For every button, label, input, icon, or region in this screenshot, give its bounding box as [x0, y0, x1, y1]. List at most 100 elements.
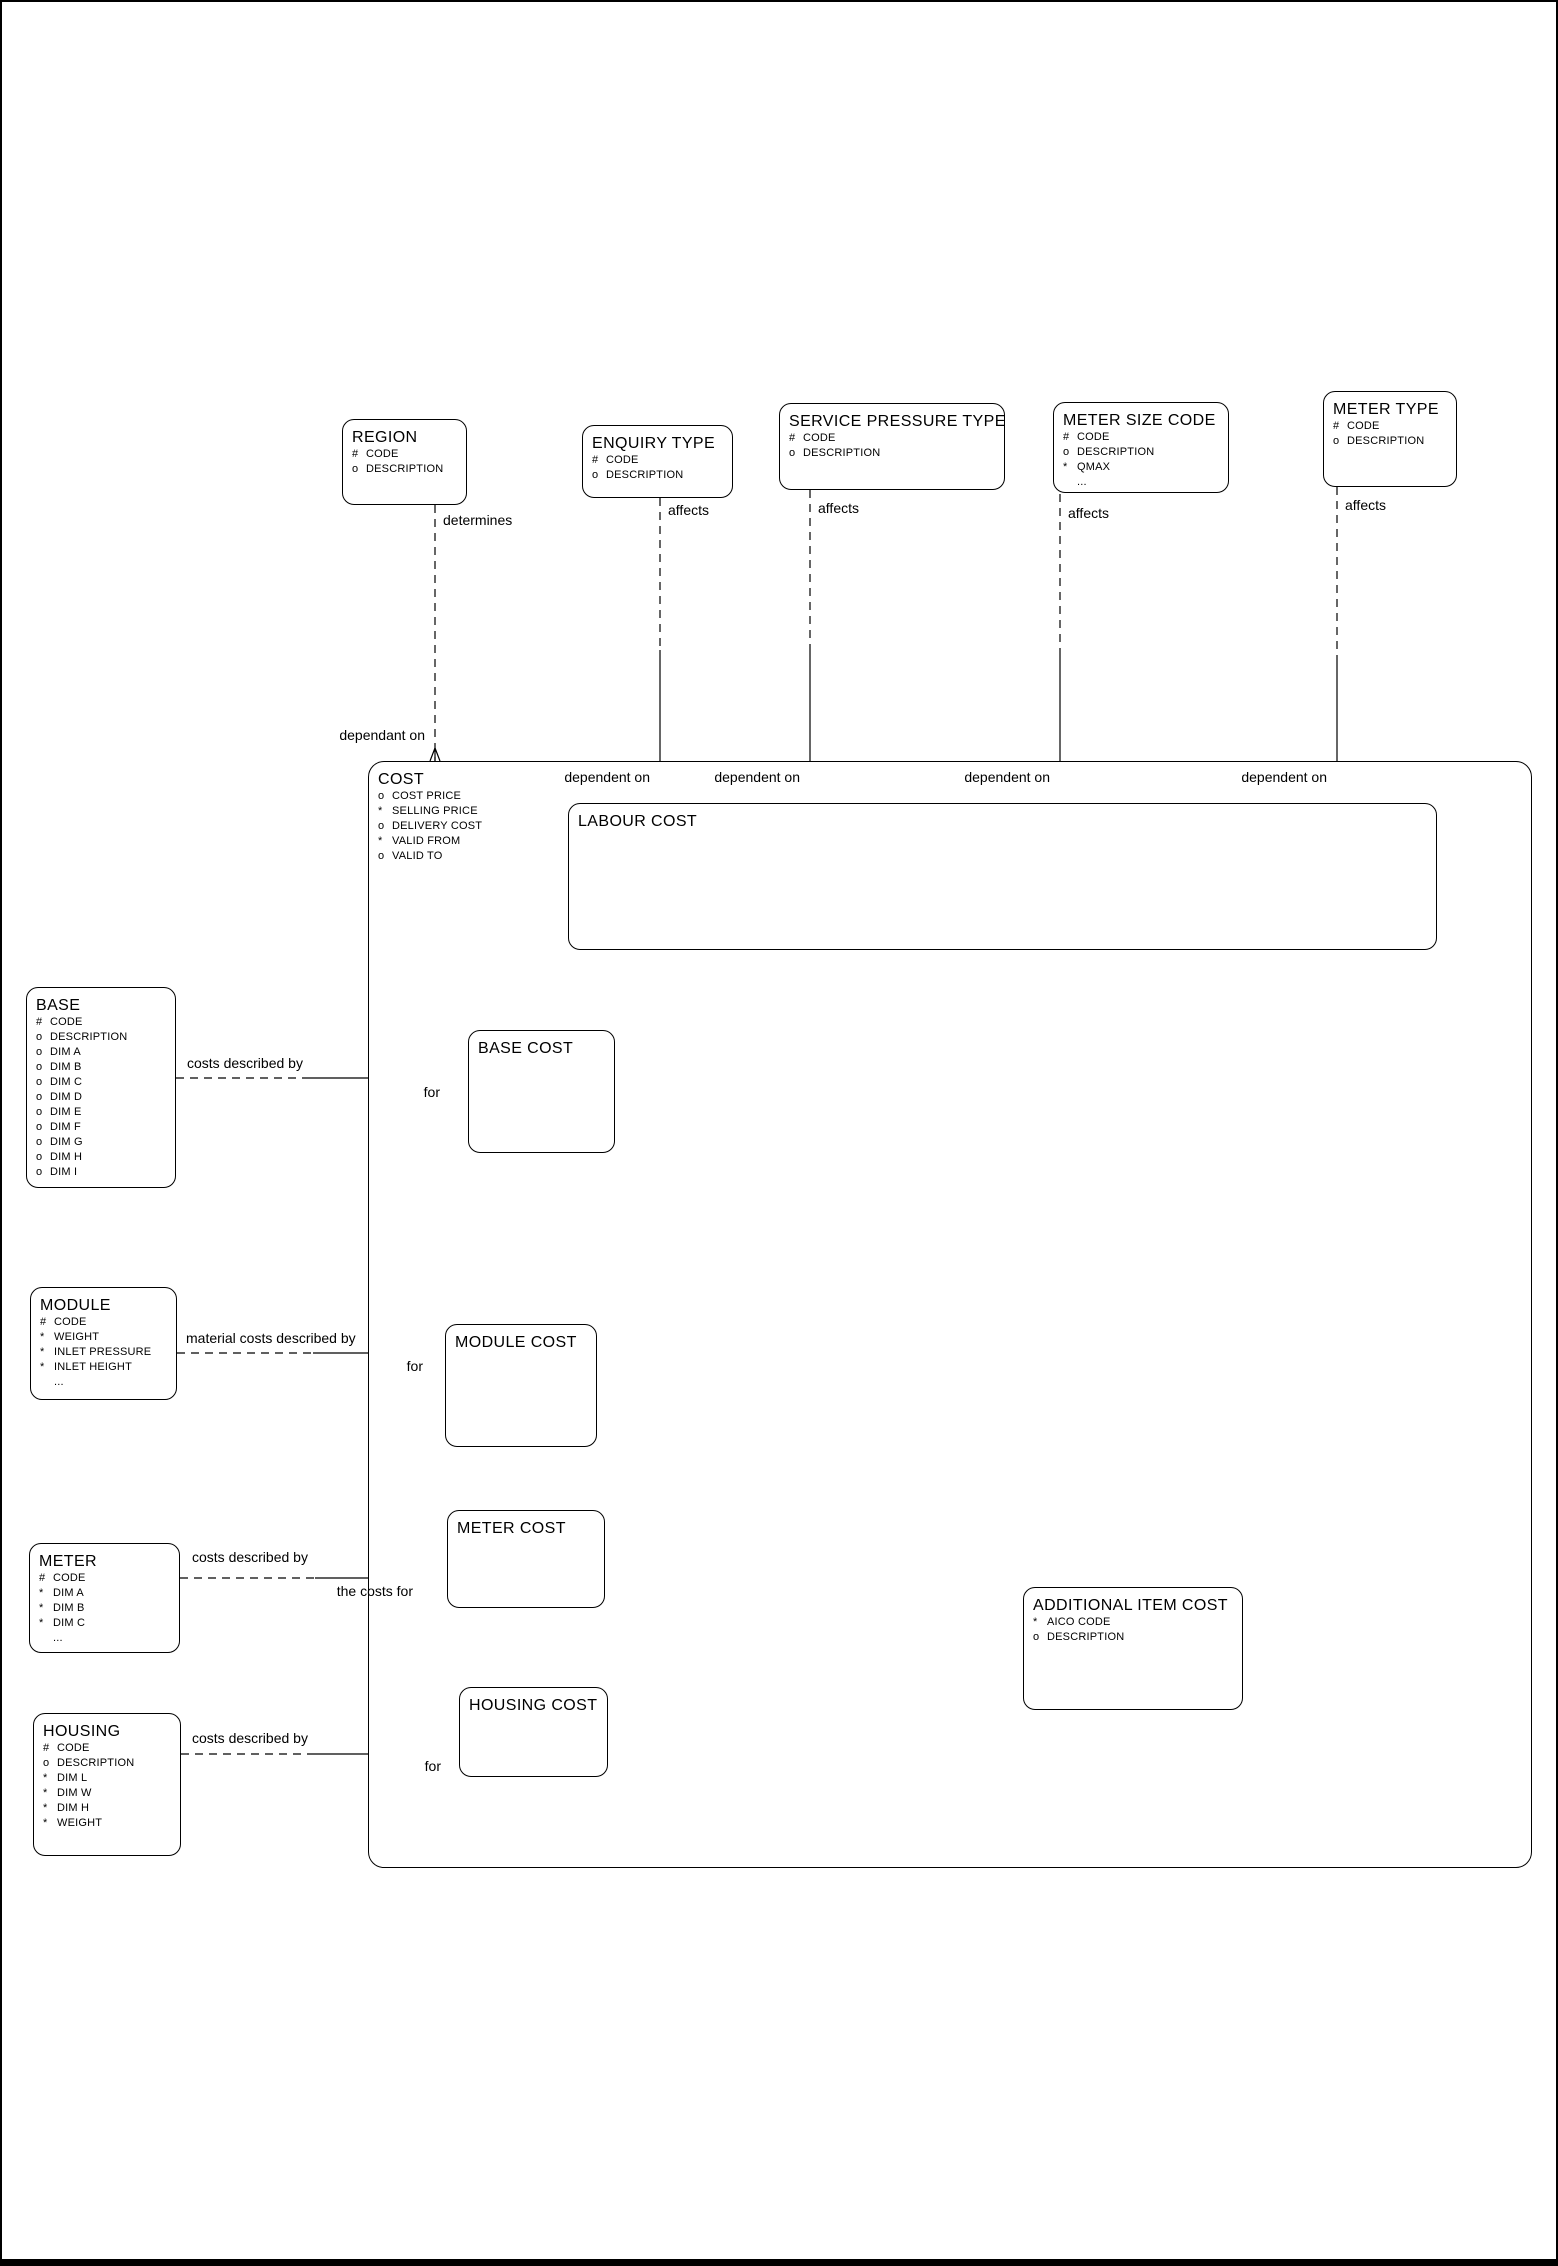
attribute-optionality-marker: o — [43, 1757, 50, 1769]
attribute-optionality-marker: * — [378, 835, 383, 847]
attribute-optionality-marker: o — [1033, 1631, 1040, 1643]
attribute-optionality-marker: o — [36, 1166, 43, 1178]
entity-title: SERVICE PRESSURE TYPE — [789, 413, 1006, 430]
subtype-box-base-cost[interactable]: BASE COST — [468, 1030, 615, 1153]
entity-title: COST — [378, 771, 425, 788]
attribute-optionality-marker: # — [1333, 420, 1340, 432]
attribute-name: COST PRICE — [392, 790, 462, 802]
relationship-label: for — [424, 1758, 441, 1774]
attribute-optionality-marker: * — [39, 1587, 44, 1599]
relationship-label: affects — [1345, 497, 1386, 513]
attribute-optionality-marker: o — [592, 469, 599, 481]
entity-attribute: #CODE — [352, 447, 460, 462]
attribute-name: CODE — [53, 1572, 86, 1584]
entity-box-module[interactable]: MODULE#CODE*WEIGHT*INLET PRESSURE*INLET … — [30, 1287, 177, 1400]
attribute-optionality-marker: * — [1063, 461, 1068, 473]
attribute-name: DIM E — [50, 1106, 82, 1118]
attribute-optionality-marker: o — [378, 820, 385, 832]
attribute-optionality-marker: # — [1063, 431, 1070, 443]
entity-title: REGION — [352, 429, 418, 446]
attribute-name: ... — [1077, 476, 1087, 488]
attribute-name: CODE — [606, 454, 639, 466]
entity-attribute: * AICO CODE — [1033, 1615, 1236, 1630]
subtype-box-module-cost[interactable]: MODULE COST — [445, 1324, 597, 1447]
entity-box-meter[interactable]: METER#CODE*DIM A*DIM B*DIM C... — [29, 1543, 180, 1653]
attribute-name: DIM C — [50, 1076, 83, 1088]
attribute-optionality-marker: o — [36, 1091, 43, 1103]
attribute-optionality-marker: # — [592, 454, 599, 466]
entity-title: BASE COST — [478, 1040, 574, 1057]
attribute-name: DIM H — [50, 1151, 83, 1163]
entity-attribute: # CODE — [592, 453, 726, 468]
attribute-name: DESCRIPTION — [50, 1031, 128, 1043]
attribute-optionality-marker: # — [789, 432, 796, 444]
attribute-name: DIM G — [50, 1136, 83, 1148]
attribute-name: CODE — [50, 1016, 83, 1028]
attribute-optionality-marker: # — [43, 1742, 50, 1754]
attribute-name: AICO CODE — [1047, 1616, 1111, 1628]
entity-title: BASE — [36, 997, 81, 1014]
subtype-box-meter-cost[interactable]: METER COST — [447, 1510, 605, 1608]
attribute-name: DESCRIPTION — [606, 469, 684, 481]
attribute-name: DIM I — [50, 1166, 78, 1178]
entity-attribute: o COST PRICE — [378, 789, 1525, 804]
attribute-name: QMAX — [1077, 461, 1111, 473]
attribute-optionality-marker: o — [36, 1076, 43, 1088]
attribute-name: DESCRIPTION — [803, 447, 881, 459]
attribute-name: DESCRIPTION — [1077, 446, 1155, 458]
attribute-optionality-marker: * — [1033, 1616, 1038, 1628]
relationship-label: costs described by — [192, 1549, 308, 1565]
attribute-optionality-marker: o — [36, 1121, 43, 1133]
attribute-optionality-marker: o — [352, 463, 359, 475]
entity-attribute: *INLET PRESSURE — [40, 1345, 170, 1360]
attribute-name: DESCRIPTION — [366, 463, 444, 475]
entity-attribute: o DIM H — [36, 1150, 169, 1165]
subtype-box-housing-cost[interactable]: HOUSING COST — [459, 1687, 608, 1777]
subtype-box-labour-cost[interactable]: LABOUR COST — [568, 803, 1437, 950]
entity-attribute: o DESCRIPTION — [789, 446, 998, 461]
relationship-label: affects — [668, 502, 709, 518]
attribute-optionality-marker: o — [36, 1046, 43, 1058]
attribute-optionality-marker: o — [36, 1136, 43, 1148]
attribute-optionality-marker: o — [378, 790, 385, 802]
entity-attribute: o DIM G — [36, 1135, 169, 1150]
entity-title: HOUSING COST — [469, 1697, 598, 1714]
entity-attribute: o DESCRIPTION — [1063, 445, 1222, 460]
entity-title: METER — [39, 1553, 97, 1570]
entity-title: MODULE COST — [455, 1334, 577, 1351]
entity-attribute: *WEIGHT — [40, 1330, 170, 1345]
attribute-name: WEIGHT — [54, 1331, 100, 1343]
entity-box-enquiry-type[interactable]: ENQUIRY TYPE # CODE o DESCRIPTION — [582, 425, 733, 498]
attribute-optionality-marker — [39, 1631, 53, 1646]
attribute-name: INLET HEIGHT — [54, 1361, 132, 1373]
attribute-optionality-marker: # — [40, 1316, 47, 1328]
entity-title: ADDITIONAL ITEM COST — [1033, 1597, 1228, 1614]
attribute-optionality-marker: * — [40, 1346, 45, 1358]
attribute-optionality-marker: o — [1063, 446, 1070, 458]
attribute-name: DIM B — [50, 1061, 82, 1073]
attribute-optionality-marker: o — [36, 1151, 43, 1163]
entity-attribute: *DIM A — [39, 1586, 173, 1601]
entity-attribute: ... — [40, 1375, 170, 1390]
entity-attribute: #CODE — [36, 1015, 169, 1030]
attribute-optionality-marker: o — [789, 447, 796, 459]
attribute-name: CODE — [57, 1742, 90, 1754]
entity-attribute: *WEIGHT — [43, 1816, 174, 1831]
entity-title: ENQUIRY TYPE — [592, 435, 716, 452]
attribute-name: ... — [54, 1376, 64, 1388]
entity-attribute: *SELLING PRICE — [378, 804, 1525, 819]
